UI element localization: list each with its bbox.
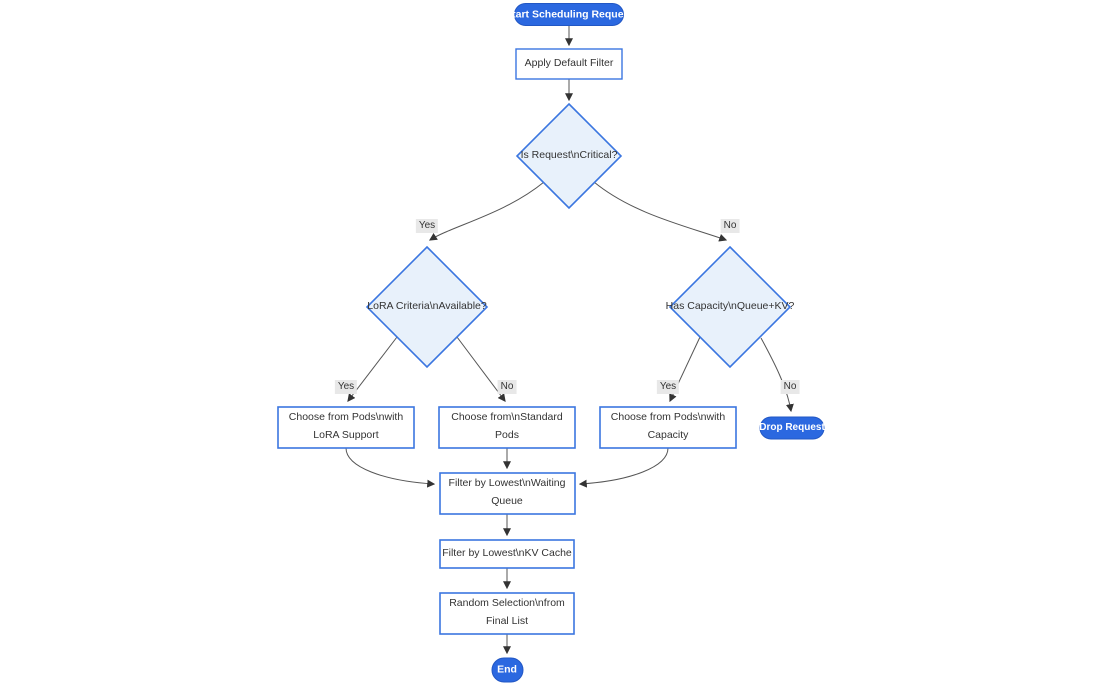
has-capacity-decision-shape	[668, 245, 792, 369]
edge-lora-no	[456, 336, 506, 402]
edge-critical-no	[593, 181, 728, 242]
edge-choosecap-filter	[578, 447, 669, 488]
edge-critical-yes	[428, 181, 545, 241]
choose-standard-node-shape	[438, 406, 576, 449]
apply-filter-node-shape	[515, 48, 623, 80]
lora-criteria-decision-shape	[365, 245, 489, 369]
filter-waiting-node-shape	[439, 472, 576, 515]
edge-capacity-no	[760, 337, 794, 413]
is-critical-decision-shape	[515, 102, 623, 210]
choose-lora-node-shape	[277, 406, 415, 449]
edge-lines	[345, 26, 794, 655]
edge-chooselora-filter	[345, 447, 436, 488]
random-selection-node-shape	[439, 592, 575, 635]
edge-capacity-yes	[669, 336, 701, 403]
filter-kv-node-shape	[439, 539, 575, 569]
edge-lora-yes	[347, 336, 398, 402]
end-node-shape	[491, 657, 524, 683]
node-shapes	[277, 3, 825, 683]
choose-capacity-node-shape	[599, 406, 737, 449]
start-node-shape	[514, 3, 624, 26]
drop-request-node-shape	[759, 416, 825, 440]
